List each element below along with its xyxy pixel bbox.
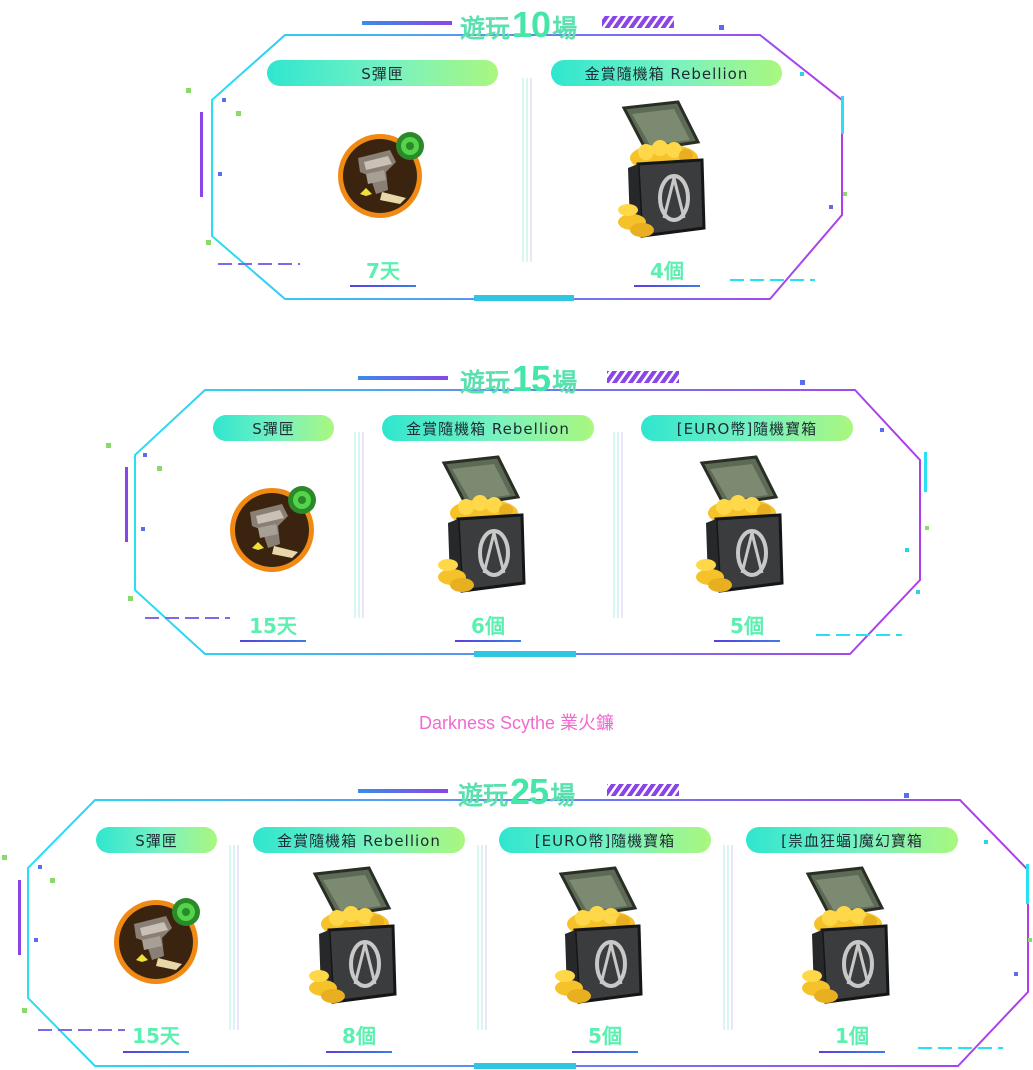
reward-name-pill: 金賞隨機箱 Rebellion [382, 415, 594, 441]
quantity-underline [123, 1051, 189, 1053]
reward-quantity: 15天 [132, 1024, 180, 1048]
weapon-subtitle: Darkness Scythe 業火鐮 [418, 713, 615, 733]
magazine-icon [112, 894, 204, 991]
magazine-icon [336, 128, 428, 225]
treasure-chest-icon [612, 100, 712, 245]
title-prefix: 遊玩 [458, 781, 509, 810]
quantity-underline [714, 640, 780, 642]
treasure-chest-icon [690, 455, 790, 600]
treasure-chest-icon [432, 455, 532, 600]
section-2-title: 遊玩 15 場 [460, 358, 577, 400]
quantity-underline [572, 1051, 638, 1053]
reward-name-pill: [EURO幣]隨機寶箱 [641, 415, 853, 441]
reward-quantity: 5個 [588, 1024, 622, 1048]
reward-quantity: 15天 [249, 614, 297, 638]
reward-quantity: 1個 [835, 1024, 869, 1048]
reward-quantity: 7天 [366, 259, 400, 283]
title-suffix: 場 [550, 781, 576, 810]
section-3-title: 遊玩 25 場 [458, 771, 575, 813]
title-number: 10 [512, 4, 551, 45]
quantity-underline [634, 285, 700, 287]
quantity-underline [819, 1051, 885, 1053]
quantity-underline [350, 285, 416, 287]
reward-name-pill: [祟血狂蝠]魔幻寶箱 [746, 827, 958, 853]
quantity-underline [326, 1051, 392, 1053]
treasure-chest-icon [549, 866, 649, 1011]
title-suffix: 場 [552, 368, 578, 397]
section-1-title: 遊玩 10 場 [460, 4, 577, 46]
title-prefix: 遊玩 [460, 14, 511, 43]
reward-quantity: 5個 [730, 614, 764, 638]
reward-name-pill: S彈匣 [96, 827, 217, 853]
reward-name-pill: [EURO幣]隨機寶箱 [499, 827, 711, 853]
magazine-icon [228, 482, 320, 579]
title-suffix: 場 [552, 14, 578, 43]
reward-quantity: 8個 [342, 1024, 376, 1048]
title-prefix: 遊玩 [460, 368, 511, 397]
reward-name-pill: 金賞隨機箱 Rebellion [253, 827, 465, 853]
reward-name-pill: S彈匣 [213, 415, 334, 441]
treasure-chest-icon [303, 866, 403, 1011]
reward-name-pill: S彈匣 [267, 60, 498, 86]
treasure-chest-icon [796, 866, 896, 1011]
title-number: 15 [512, 358, 551, 399]
quantity-underline [455, 640, 521, 642]
quantity-underline [240, 640, 306, 642]
reward-quantity: 6個 [471, 614, 505, 638]
reward-quantity: 4個 [650, 259, 684, 283]
title-number: 25 [510, 771, 549, 812]
reward-name-pill: 金賞隨機箱 Rebellion [551, 60, 782, 86]
